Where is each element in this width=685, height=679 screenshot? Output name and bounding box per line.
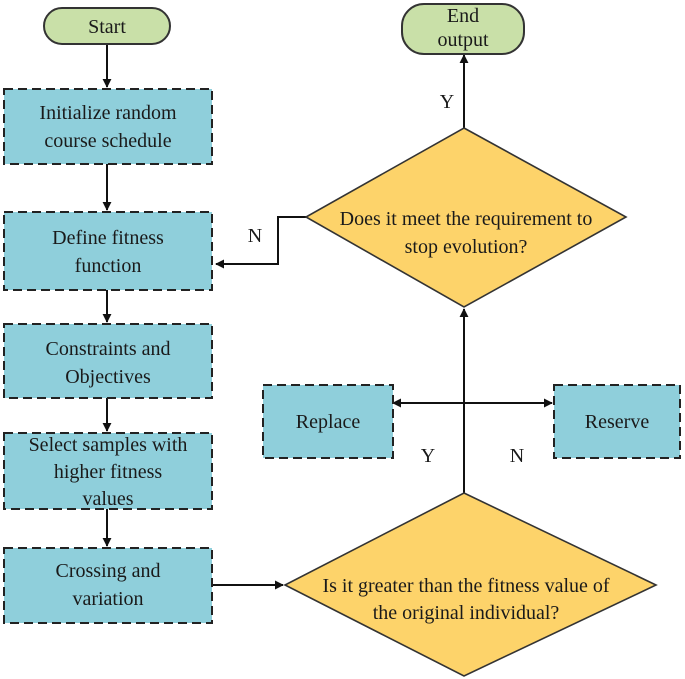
select-label-line1: Select samples with — [29, 434, 188, 456]
stop-no-label: N — [248, 225, 262, 247]
replace-yes-label: Y — [421, 445, 435, 467]
replace-label: Replace — [296, 411, 361, 433]
init-box: Initialize random course schedule — [3, 88, 213, 165]
constraints-box: Constraints and Objectives — [3, 323, 213, 399]
constraints-label-line1: Constraints and — [46, 338, 171, 360]
reserve-box: Reserve — [553, 384, 681, 459]
init-label-line1: Initialize random — [39, 102, 177, 124]
start-terminal: Start — [43, 7, 171, 45]
constraints-label-line2: Objectives — [65, 366, 151, 388]
select-box: Select samples with higher fitness value… — [3, 432, 213, 510]
fitness-box: Define fitness function — [3, 211, 213, 291]
compare-check-diamond: Is it greater than the fitness value of … — [283, 492, 658, 677]
end-label-line2: output — [437, 29, 489, 51]
crossing-label-line2: variation — [72, 588, 143, 610]
init-label-line2: course schedule — [44, 130, 171, 152]
crossing-box: Crossing and variation — [3, 547, 213, 624]
stop-check-diamond: Does it meet the requirement to stop evo… — [304, 127, 628, 308]
end-label-line1: End — [447, 5, 479, 27]
reserve-label: Reserve — [585, 411, 650, 433]
stop-check-line1: Does it meet the requirement to — [340, 208, 593, 230]
fitness-label-line2: function — [75, 255, 142, 277]
select-label-line3: values — [82, 488, 133, 510]
compare-check-line1: Is it greater than the fitness value of — [322, 575, 609, 597]
crossing-label-line1: Crossing and — [56, 560, 161, 582]
stop-yes-label: Y — [440, 91, 454, 113]
compare-check-line2: the original individual? — [373, 602, 560, 624]
select-label-line2: higher fitness — [54, 461, 163, 483]
end-terminal: End output — [401, 3, 525, 55]
connectors — [102, 44, 553, 590]
replace-box: Replace — [262, 384, 394, 459]
fitness-label-line1: Define fitness — [52, 227, 164, 249]
stop-check-line2: stop evolution? — [405, 236, 528, 258]
reserve-no-label: N — [510, 445, 524, 467]
start-label: Start — [88, 16, 126, 38]
arrow-stop-no-to-fitness — [215, 216, 306, 269]
